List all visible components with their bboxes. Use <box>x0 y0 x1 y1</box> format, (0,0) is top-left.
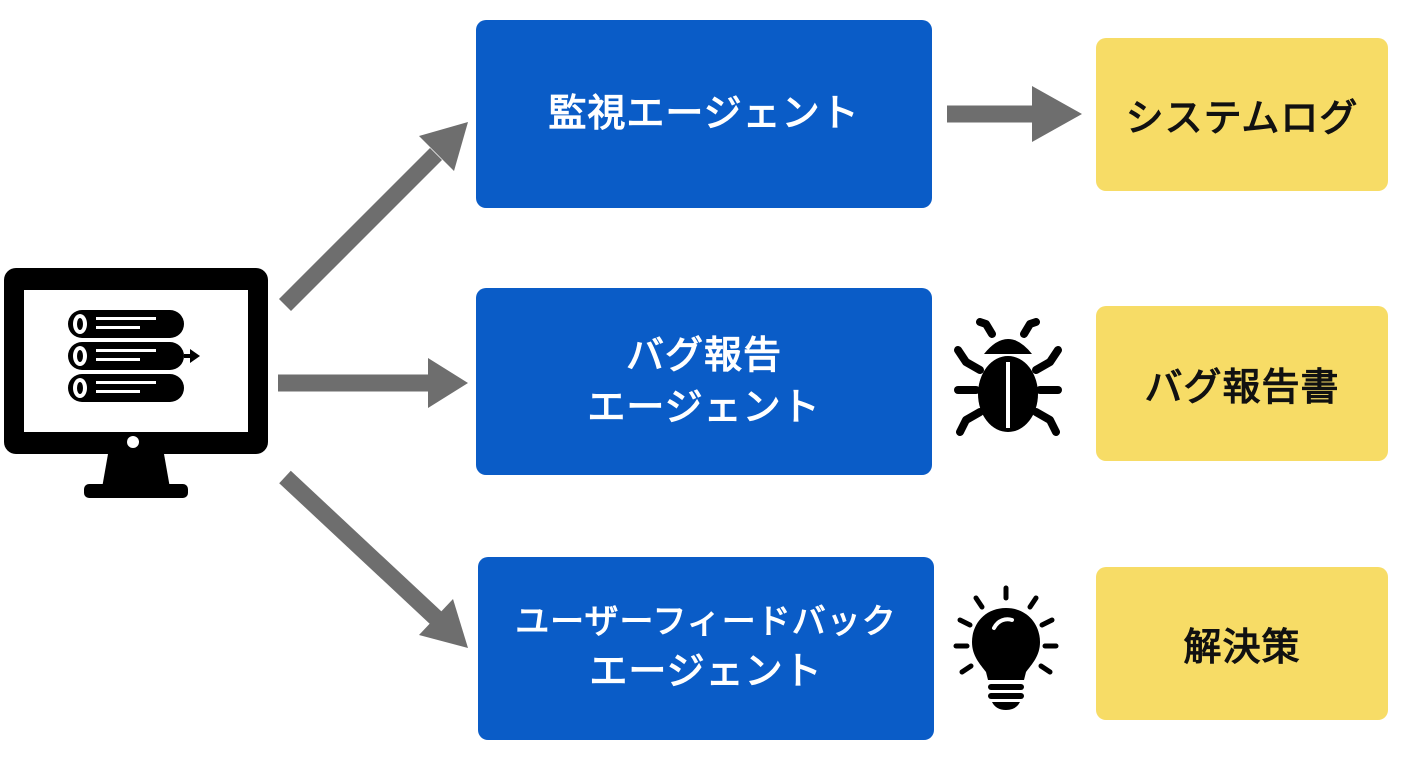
log-stream-icon <box>68 310 200 402</box>
system-log-label: システムログ <box>1125 96 1359 140</box>
bug-report-agent-box: バグ報告 エージェント <box>476 288 932 475</box>
arrow-source-to-bug-report <box>278 358 468 408</box>
arrow-source-to-user-feedback <box>279 470 468 648</box>
monitoring-agent-label: 監視エージェント <box>548 91 860 136</box>
arrow-monitoring-to-system-log <box>947 86 1082 142</box>
bug-icon <box>954 318 1062 436</box>
user-feedback-agent-box: ユーザーフィードバック エージェント <box>478 557 934 740</box>
solution-output-box: 解決策 <box>1096 567 1388 720</box>
arrow-source-to-monitoring <box>278 122 468 312</box>
bug-report-agent-label-line-2: エージェント <box>587 384 821 429</box>
bug-report-document-box: バグ報告書 <box>1096 306 1388 461</box>
user-feedback-agent-label-line-2: エージェント <box>589 648 823 693</box>
system-log-output-box: システムログ <box>1096 38 1388 191</box>
user-feedback-agent-label-line-1: ユーザーフィードバック <box>515 601 897 642</box>
monitoring-agent-box: 監視エージェント <box>476 20 932 208</box>
bug-report-document-label: バグ報告書 <box>1144 365 1340 409</box>
solution-label: 解決策 <box>1183 625 1301 669</box>
bug-report-agent-label-line-1: バグ報告 <box>625 333 782 378</box>
lightbulb-icon <box>953 585 1059 710</box>
computer-monitor-log-stream-icon <box>4 268 268 498</box>
